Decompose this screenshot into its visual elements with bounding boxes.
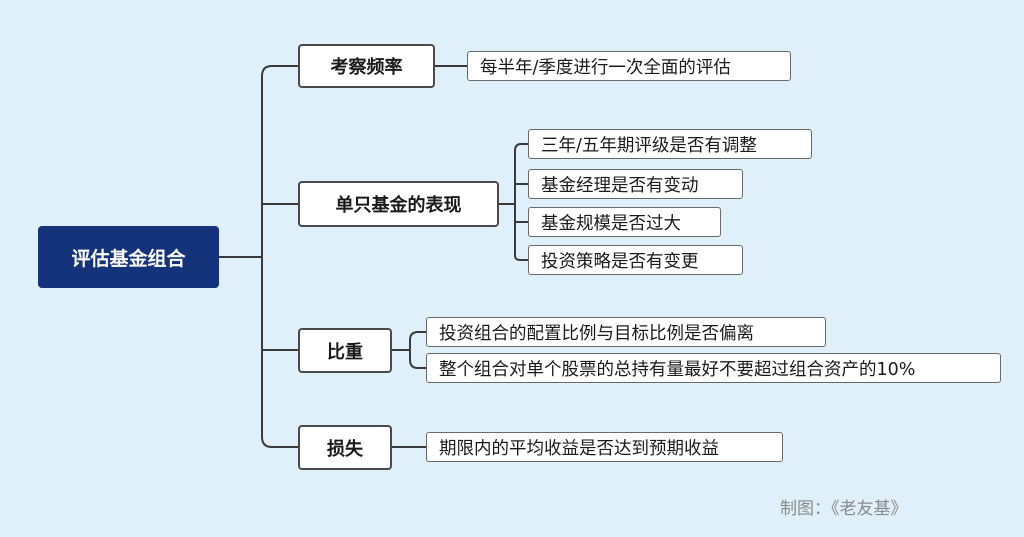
branch-node-single-fund: 单只基金的表现 [298, 181, 499, 227]
connector-leaf-3-1 [409, 331, 426, 369]
credit-text: 制图：《老友基》 [780, 499, 908, 519]
leaf-node: 期限内的平均收益是否达到预期收益 [426, 432, 783, 462]
root-node: 评估基金组合 [38, 226, 219, 288]
branch-node-loss: 损失 [298, 425, 392, 470]
connector-leaf-2-1 [514, 143, 528, 261]
branch-node-frequency: 考察频率 [298, 44, 435, 88]
leaf-node: 基金规模是否过大 [528, 207, 721, 237]
leaf-node: 三年/五年期评级是否有调整 [528, 129, 812, 159]
connector-trunk [261, 65, 298, 448]
branch-node-weight: 比重 [298, 328, 392, 373]
leaf-node: 整个组合对单个股票的总持有量最好不要超过组合资产的10% [426, 353, 1001, 383]
leaf-node: 投资组合的配置比例与目标比例是否偏离 [426, 317, 826, 347]
leaf-node: 投资策略是否有变更 [528, 245, 743, 275]
leaf-node: 基金经理是否有变动 [528, 169, 743, 199]
leaf-node: 每半年/季度进行一次全面的评估 [467, 51, 791, 81]
